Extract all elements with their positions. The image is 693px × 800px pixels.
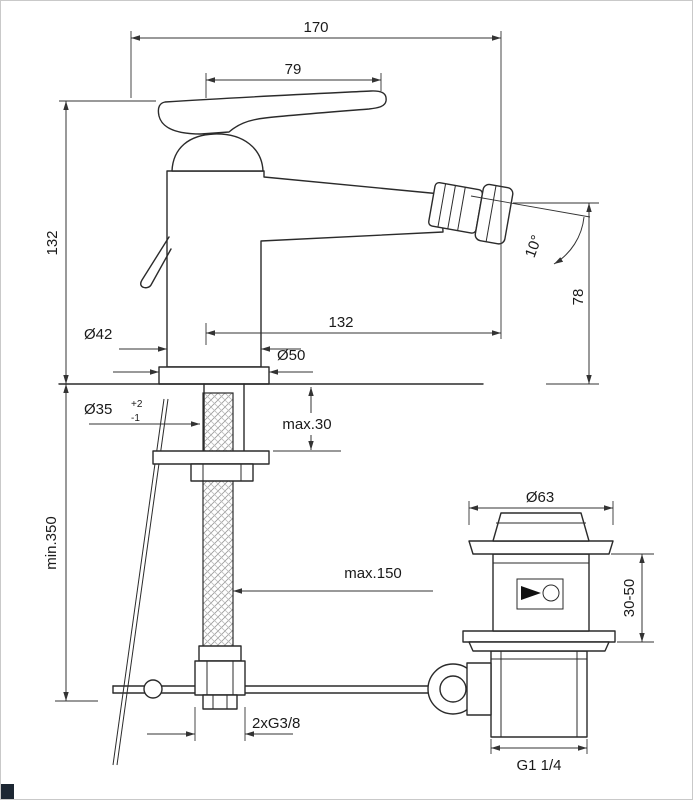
dim-deck-thickness-label: max.30 <box>282 416 331 433</box>
dim-total-width: 170 <box>130 19 502 339</box>
dim-spout-height-label: 78 <box>570 289 587 306</box>
fixing-set <box>152 383 270 482</box>
dim-hose-length-label: min.350 <box>43 516 60 569</box>
waste-linkage-rod <box>112 679 432 699</box>
linkage-pivot <box>143 679 163 699</box>
dim-spout-reach-label: 132 <box>328 314 353 331</box>
dim-hose-length: min.350 <box>43 384 98 702</box>
braided-supply-hose <box>202 392 234 650</box>
dim-waste-cap-diameter-label: Ø63 <box>526 489 554 506</box>
waste-cap <box>492 512 590 542</box>
dim-clamp-range: 30-50 <box>611 553 654 643</box>
dim-rod-length-label: max.150 <box>344 565 402 582</box>
dim-total-width-label: 170 <box>303 19 328 36</box>
faucet <box>140 90 514 385</box>
corner-logo-fragment <box>1 784 14 799</box>
dim-rod-length: max.150 <box>233 565 433 594</box>
dim-deck-thickness: max.30 <box>273 387 341 452</box>
dim-spout-reach: 132 <box>205 314 501 345</box>
waste-top-flange <box>468 540 614 555</box>
dim-hose-connection: 2xG3/8 <box>147 707 300 741</box>
dim-waste-cap-diameter: Ø63 <box>468 489 614 525</box>
dim-hose-connection-label: 2xG3/8 <box>252 715 300 732</box>
pop-up-waste-assembly <box>427 512 616 738</box>
dim-base-diameter: Ø50 <box>113 347 313 375</box>
dim-hole-diameter-label: Ø35 <box>84 401 112 418</box>
dim-hole-diameter: Ø35 +2 -1 <box>84 399 200 427</box>
window-pointer <box>521 586 541 600</box>
dim-body-height: 132 <box>44 100 156 384</box>
window-plug <box>542 584 560 602</box>
aerator <box>428 181 514 245</box>
base-plate <box>158 366 270 385</box>
dim-base-diameter-label: Ø50 <box>277 347 305 364</box>
dim-body-diameter: Ø42 <box>84 326 301 352</box>
lever-handle <box>157 90 387 135</box>
dim-handle-length: 79 <box>205 61 382 98</box>
ball-joint-socket <box>466 662 492 716</box>
dim-spout-angle-label: 10° <box>522 233 546 260</box>
fixing-washer <box>152 450 270 465</box>
dim-waste-connection: G1 1/4 <box>490 739 588 774</box>
dim-body-height-label: 132 <box>44 230 61 255</box>
faucet-body <box>166 170 444 368</box>
dim-hole-tol-minus: -1 <box>131 413 140 424</box>
dim-hole-tol-plus: +2 <box>131 399 143 410</box>
pop-up-knob <box>140 236 172 289</box>
fixing-nut <box>190 463 254 482</box>
dim-clamp-range-label: 30-50 <box>621 579 638 617</box>
dim-spout-angle: 10° <box>470 195 591 265</box>
dim-spout-height: 78 <box>513 202 599 385</box>
waste-lower-flange <box>462 630 616 643</box>
waste-body <box>492 553 590 632</box>
dim-waste-connection-label: G1 1/4 <box>516 757 561 774</box>
dim-body-diameter-label: Ø42 <box>84 326 112 343</box>
waste-side-window <box>516 578 564 610</box>
waste-tailpiece <box>490 650 588 738</box>
cartridge-dome <box>171 133 264 172</box>
dim-handle-length-label: 79 <box>285 61 302 78</box>
hose-end-fitting <box>194 645 246 710</box>
